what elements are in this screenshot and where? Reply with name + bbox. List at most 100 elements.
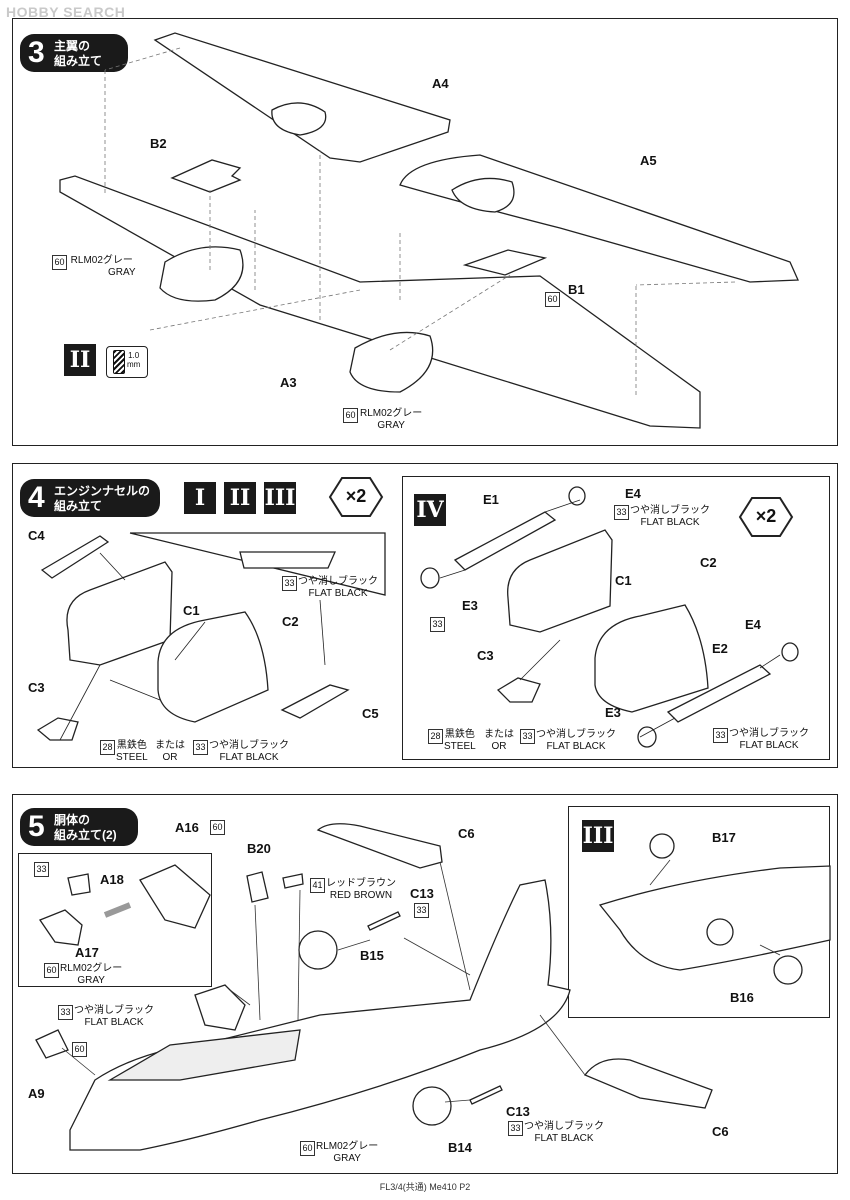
label-b1: B1 [568,282,585,297]
color-name-jp: つや消しブラック [209,740,289,751]
color-code-box: 60 [52,255,67,270]
color-name-en: GRAY [377,420,405,431]
color-code-box: 33 [508,1121,523,1136]
color-name-en: FLAT BLACK [308,588,368,599]
label-e2: E2 [712,641,728,656]
or-jp: または [484,729,514,740]
step4-title-line2: 組み立て [54,499,103,513]
color-name-jp: RLM02グレー [360,408,423,419]
color-name-en: FLAT BLACK [219,752,279,763]
roman-numeral-badge: II [224,482,256,514]
label-b2: B2 [150,136,167,151]
color-code-box: 33 [430,617,445,632]
roman-numeral-badge: II [64,344,96,376]
color-code-box: 33 [282,576,297,591]
color-code-box: 60 [300,1141,315,1156]
color-code-box: 60 [44,963,59,978]
color-name-jp: つや消しブラック [536,729,616,740]
color-name-en: FLAT BLACK [534,1133,594,1144]
color-name-jp: 黒鉄色 [444,729,475,740]
color-code-box: 41 [310,878,325,893]
color-code-box: 33 [713,728,728,743]
step3-number: 3 [28,36,45,69]
label-a4: A4 [432,76,449,91]
roman-numeral-badge: III [582,820,614,852]
color-code-box: 60 [343,408,358,423]
color-name-en: RED BROWN [329,890,393,901]
color-code-box: 33 [34,862,49,877]
label-c4: C4 [28,528,45,543]
color-code-box: 28 [428,729,443,744]
times-two-text: ×2 [345,486,367,506]
times-two-badge: ×2 [333,478,379,518]
or-en: OR [491,741,507,752]
label-c13: C13 [410,886,434,901]
step4-title: エンジンナセルの組み立て [54,484,150,514]
label-e3: E3 [462,598,478,613]
step4-badge: 4 エンジンナセルの組み立て [20,479,160,517]
step4-title-line1: エンジンナセルの [54,484,151,498]
color-name-jp: つや消しブラック [729,728,809,739]
color-code-box: 60 [210,820,225,835]
label-b14: B14 [448,1140,472,1155]
color-name-en: GRAY [333,1153,361,1164]
footer-text: FL3/4(共通) Me410 P2 [379,1182,471,1192]
label-e4: E4 [745,617,761,632]
or-en: OR [162,752,178,763]
step3-badge: 3 主翼の組み立て [20,34,128,72]
color-name-en: FLAT BLACK [84,1017,144,1028]
label-a17: A17 [75,945,99,960]
step5-title-line2: 組み立て(2) [54,828,117,842]
label-e3: E3 [605,705,621,720]
color-name-jp: RLM02グレー [70,255,133,266]
color-code-box: 60 [72,1042,87,1057]
label-c6: C6 [458,826,475,841]
label-c3: C3 [477,648,494,663]
color-name-en: FLAT BLACK [739,740,799,751]
label-c5: C5 [362,706,379,721]
color-code-box: 33 [414,903,429,918]
drill-size-unit: mm [127,360,141,369]
roman-numeral-badge: III [264,482,296,514]
label-e1: E1 [483,492,499,507]
label-a3: A3 [280,375,297,390]
color-name-jp: つや消しブラック [298,576,378,587]
step4-number: 4 [28,481,45,514]
label-a5: A5 [640,153,657,168]
roman-numeral-badge: IV [414,494,446,526]
color-code-box: 28 [100,740,115,755]
drill-size-value: 1.0 [128,351,140,360]
label-c2: C2 [282,614,299,629]
color-code-box: 33 [614,505,629,520]
step5-number: 5 [28,810,45,843]
step3-title: 主翼の組み立て [54,39,102,69]
label-b20: B20 [247,841,271,856]
color-code-box: 33 [193,740,208,755]
label-c1: C1 [615,573,632,588]
step3-title-line1: 主翼の [54,39,91,53]
label-a16: A16 [175,820,199,835]
color-name-en: STEEL [444,741,476,752]
color-name-jp: RLM02グレー [60,963,123,974]
color-name-jp: つや消しブラック [74,1005,154,1016]
label-a9: A9 [28,1086,45,1101]
step5-title: 胴体の組み立て(2) [54,813,117,843]
